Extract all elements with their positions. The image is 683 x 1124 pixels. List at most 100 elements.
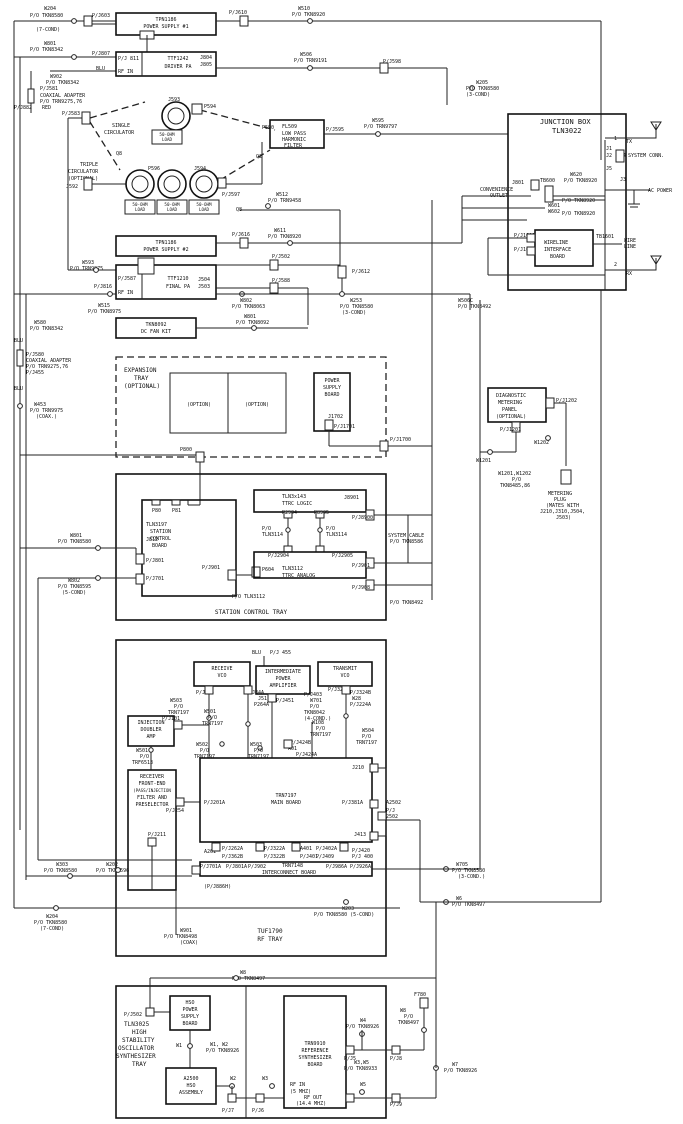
hso-name-3: STABILITY xyxy=(122,1037,155,1044)
w506c-label: W506C xyxy=(458,298,473,304)
j801-connector xyxy=(530,179,540,191)
rf-title-2: RF TRAY xyxy=(257,936,283,943)
w6-pn: P/O TKN8497 xyxy=(452,902,485,908)
w611-pn: P/O TKN8920 xyxy=(268,234,301,240)
pj882-label: P/J882 xyxy=(14,105,32,111)
w620-pn: P/O TKN8920 xyxy=(564,178,597,184)
pj816-label: P/J816 xyxy=(94,284,112,290)
po-1: P/O xyxy=(262,526,271,532)
w453-coax: (COAX.) xyxy=(36,414,57,420)
line-label: LINE xyxy=(624,244,636,250)
w5w6-pn: P/O TKN8933 xyxy=(344,1066,377,1072)
tln-4: BOARD xyxy=(152,543,167,549)
j805-label: J805 xyxy=(200,62,212,68)
inj-3: AMP xyxy=(146,734,155,740)
pj811-label: P/J 811 xyxy=(118,56,139,62)
w108-po: P/O xyxy=(316,726,325,732)
rcv-3: (PASS/INJECTION xyxy=(133,788,171,793)
station-w-pn: P/O TKN8492 xyxy=(390,600,423,606)
pj1701-label: P/J1701 xyxy=(334,424,355,430)
p8905-label: P8905 xyxy=(314,510,329,516)
pj1601-label: P/J1601 xyxy=(514,233,535,239)
metering-plug-icon xyxy=(560,469,572,485)
ref-3: SYNTHESIZER xyxy=(298,1055,332,1061)
pj588-label: P/J588 xyxy=(272,278,290,284)
pj926a-label: P/J926A xyxy=(350,864,371,870)
w901-pn: P/O TKN8498 xyxy=(164,934,197,940)
pj1202-label: P/J1202 xyxy=(556,398,577,404)
pj254-label: P/J254 xyxy=(166,808,184,814)
p590-label: P590 xyxy=(262,125,274,131)
w501-po: P/O xyxy=(208,715,217,721)
pj2904-label: P/J2904 xyxy=(268,553,289,559)
diag-2: METERING xyxy=(498,400,522,406)
w203-pn: P/O TKN8580 (5-COND) xyxy=(314,912,374,918)
j51-label: J51 xyxy=(258,696,267,702)
triple-opt-label: (OPTIONAL) xyxy=(68,176,98,182)
expansion-tray-frame xyxy=(115,356,387,458)
red-label: RED xyxy=(42,105,51,111)
w303-pn: P/O TKN8580 xyxy=(44,868,77,874)
w510-pn: P/O TKN8920 xyxy=(292,12,325,18)
rf-pj455: P/J 455 xyxy=(270,650,291,656)
w802-st-label: W802 xyxy=(68,578,80,584)
w3-label: W3 xyxy=(262,1076,268,1082)
sys-cable-pn: P/O TKN8586 xyxy=(390,539,423,545)
po-1-pn: TLN3114 xyxy=(262,532,283,538)
svg-text:LOAD: LOAD xyxy=(162,137,173,142)
jbox-p1: 1 xyxy=(614,136,617,142)
j413-label: J413 xyxy=(354,832,366,838)
j592-label: J592 xyxy=(66,184,78,190)
tln-3: CONTROL xyxy=(150,536,171,542)
a01-label: A01 xyxy=(288,746,297,752)
w253-cond: (3-COND) xyxy=(342,310,366,316)
w504-label: W504 xyxy=(362,728,374,734)
pj1700-label: P/J1700 xyxy=(390,437,411,443)
pj587-label: P/J587 xyxy=(118,276,136,282)
load-single xyxy=(151,129,183,145)
pj595-label: P/J595 xyxy=(326,127,344,133)
w701-po: P/O xyxy=(310,704,319,710)
w503-pn: TRN7197 xyxy=(168,710,189,716)
analog-2: TTRC ANALOG xyxy=(282,573,315,579)
p81-label: P81 xyxy=(172,508,181,514)
wire-label: WIRE xyxy=(624,238,636,244)
w204-top-cond: (7-COND) xyxy=(36,27,60,33)
hso-name-4: OSCILLATOR xyxy=(118,1045,155,1052)
w8b-label: W8 xyxy=(400,1008,406,1014)
w801b-pn: P/O TKN8092 xyxy=(236,320,269,326)
option-1: (OPTION) xyxy=(187,402,211,408)
exp-power-1: POWER xyxy=(324,378,340,384)
w595-pn: P/O TRN9797 xyxy=(364,124,397,130)
ipa-3: AMPLIFIER xyxy=(269,683,297,689)
meter-3: (MATES WITH xyxy=(546,503,579,509)
w202-label: W202 xyxy=(106,862,118,868)
coax-adapter-label: COAXIAL ADAPTER xyxy=(26,358,72,364)
exp-title-3: (OPTIONAL) xyxy=(124,383,160,390)
ib-2: INTERCONNECT BOARD xyxy=(262,870,316,876)
w512-label: W512 xyxy=(276,192,288,198)
w253-pn: P/O TKN8580 xyxy=(340,304,373,310)
pj598-label: P/J598 xyxy=(383,59,401,65)
rf-tray: TUF1790 RF TRAY BLU P/J 455 RECEIVE VCO … xyxy=(14,290,602,995)
pj902-label: P/J902 xyxy=(248,864,266,870)
a401-label: A401 xyxy=(300,846,312,852)
p80-label: P80 xyxy=(152,508,161,514)
pj323-label: P/J323 xyxy=(328,687,346,693)
w204-pn: P/O TKN8580 xyxy=(34,920,67,926)
diag-3: PANEL xyxy=(502,407,517,413)
p264a-label: P264A xyxy=(254,702,269,708)
hso-a-2: HSO xyxy=(186,1083,195,1089)
rcv-4: FILTER AND xyxy=(137,795,167,801)
final-rfin: RF IN xyxy=(118,290,133,296)
hso-name-5: SYNTHESIZER xyxy=(116,1053,156,1060)
triple-circ-label: CIRCULATOR xyxy=(68,169,99,175)
main-board-2: MAIN BOARD xyxy=(271,800,301,806)
jbox-title-1: JUNCTION BOX xyxy=(540,118,591,126)
driver-name: DRIVER PA xyxy=(164,64,191,70)
pj1201-label: P/J1201 xyxy=(500,427,521,433)
w802-label: W802 xyxy=(240,298,252,304)
p800-label: P800 xyxy=(180,447,192,453)
meter-2: PLUG xyxy=(554,497,566,503)
jbox-p2: 2 xyxy=(614,262,617,268)
